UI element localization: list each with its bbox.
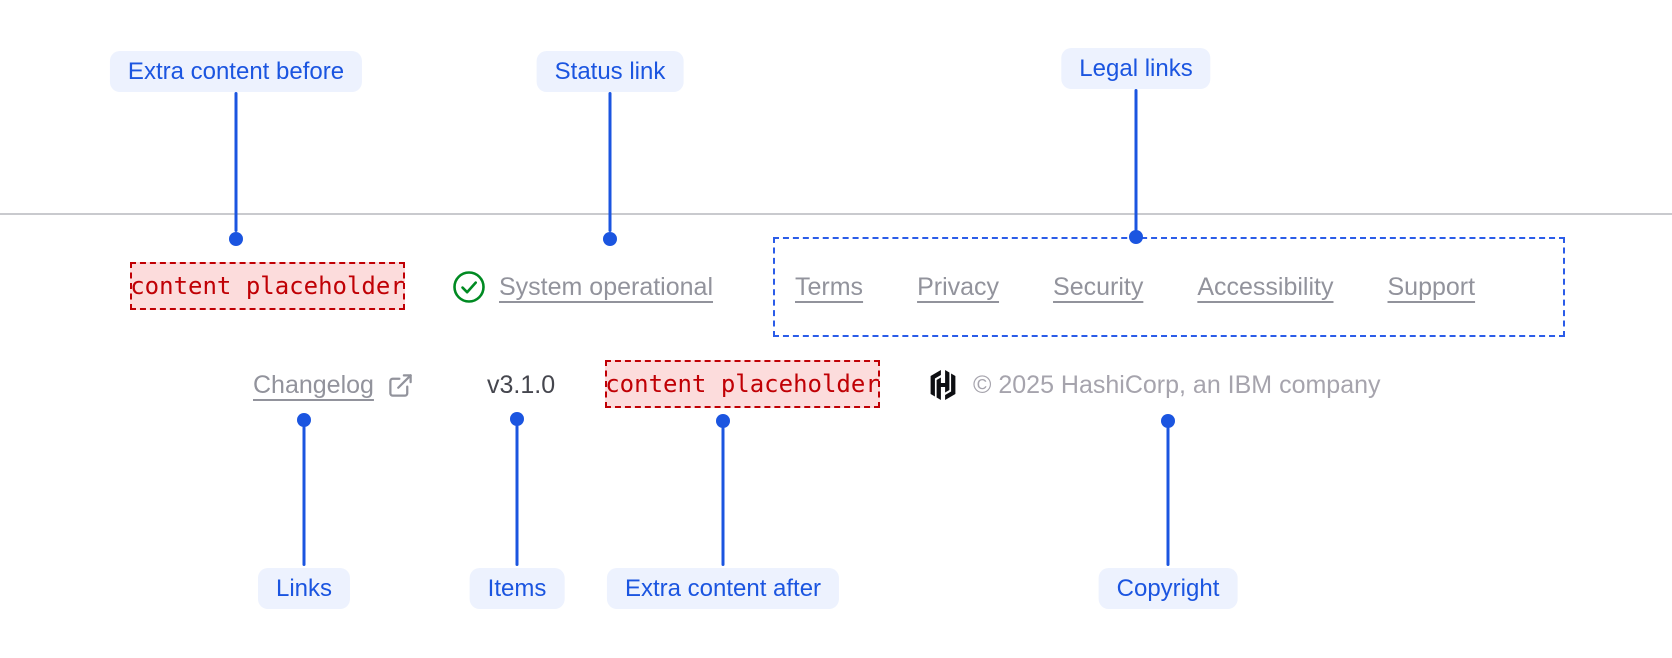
- connector-line: [721, 427, 725, 566]
- connector-line: [515, 425, 519, 566]
- connector-dot: [603, 232, 617, 246]
- connector-line: [1166, 427, 1170, 566]
- connector-line: [1134, 89, 1138, 231]
- status-link-label: System operational: [499, 272, 714, 301]
- legal-link-privacy[interactable]: Privacy: [917, 272, 1000, 301]
- callout-label-status-link: Status link: [536, 51, 684, 92]
- footer-top-divider: [0, 213, 1672, 215]
- version-text: v3.1.0: [487, 370, 556, 399]
- callout-label-extra-content-after: Extra content after: [606, 568, 840, 609]
- extra-content-after-placeholder: content placeholder: [605, 360, 880, 408]
- callout-label-legal-links: Legal links: [1061, 48, 1211, 89]
- callout-label-items: Items: [469, 568, 565, 609]
- callout-label-copyright: Copyright: [1098, 568, 1238, 609]
- legal-link-terms[interactable]: Terms: [795, 272, 864, 301]
- legal-link-accessibility[interactable]: Accessibility: [1197, 272, 1334, 301]
- connector-dot: [1129, 230, 1143, 244]
- status-link[interactable]: System operational: [452, 263, 713, 311]
- connector-line: [234, 92, 238, 232]
- changelog-link-label: Changelog: [253, 370, 374, 399]
- callout-label-links: Links: [257, 568, 351, 609]
- external-link-icon: [389, 373, 412, 397]
- legal-link-security[interactable]: Security: [1053, 272, 1144, 301]
- extra-content-before-placeholder: content placeholder: [130, 262, 405, 310]
- connector-dot: [510, 412, 524, 426]
- check-circle-icon: [453, 271, 485, 303]
- connector-line: [302, 426, 306, 566]
- connector-dot: [229, 232, 243, 246]
- connector-dot: [1161, 414, 1175, 428]
- legal-links-group: Terms Privacy Security Accessibility Sup…: [773, 237, 1565, 337]
- copyright-group: © 2025 HashiCorp, an IBM company: [928, 361, 1381, 409]
- hashicorp-logo-icon: [930, 370, 956, 400]
- changelog-link[interactable]: Changelog: [253, 361, 414, 409]
- connector-dot: [716, 414, 730, 428]
- copyright-text: © 2025 HashiCorp, an IBM company: [973, 370, 1381, 399]
- connector-dot: [297, 413, 311, 427]
- legal-link-support[interactable]: Support: [1387, 272, 1476, 301]
- callout-label-extra-content-before: Extra content before: [109, 51, 363, 92]
- connector-line: [608, 92, 612, 232]
